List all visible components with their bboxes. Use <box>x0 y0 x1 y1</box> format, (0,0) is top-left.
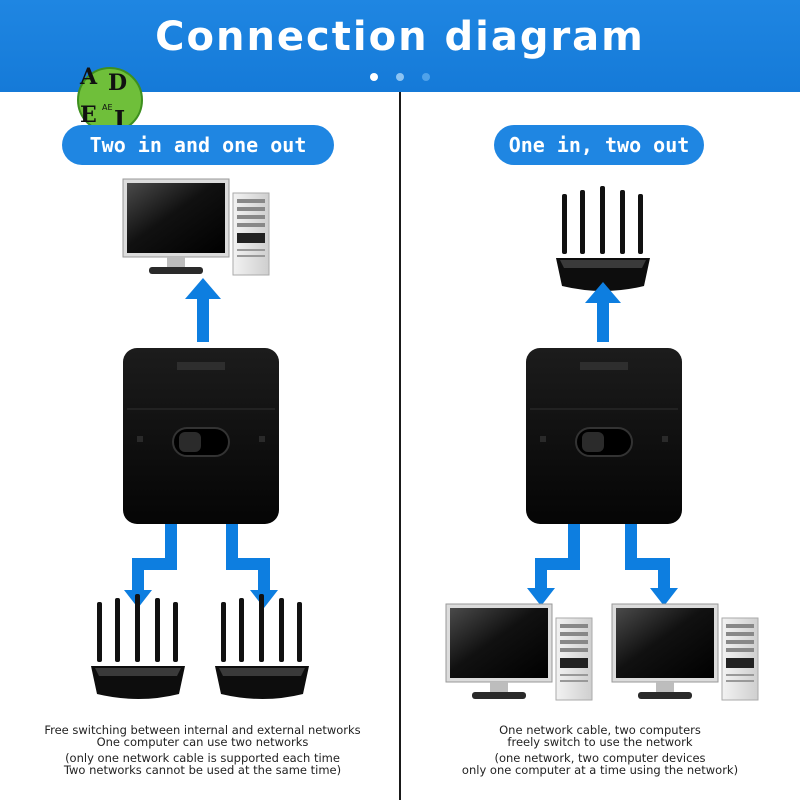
heading-two-in-one-out: Two in and one out <box>62 125 334 165</box>
desktop-computer-icon <box>445 603 593 701</box>
arrow-up-icon <box>197 296 209 342</box>
svg-text:A: A <box>79 64 98 90</box>
right-caption: One network cable, two computers freely … <box>405 724 795 776</box>
arrow-down-icon <box>535 524 580 590</box>
svg-text:AE: AE <box>102 103 113 112</box>
carousel-dots[interactable] <box>370 73 440 83</box>
arrow-up-head <box>585 282 621 303</box>
router-icon <box>215 594 309 699</box>
svg-text:D: D <box>108 70 127 96</box>
caption-line: One computer can use two networks <box>96 735 309 749</box>
left-arrows-down <box>124 524 278 608</box>
desktop-computer-icon <box>611 603 759 701</box>
left-computer <box>122 178 270 276</box>
arrow-down-head <box>650 588 678 606</box>
router-icon <box>556 186 650 291</box>
caption-line: freely switch to use the network <box>507 735 693 749</box>
switch-box-icon <box>525 347 683 525</box>
left-arrow-up <box>185 278 221 342</box>
arrow-up-icon <box>597 300 609 342</box>
caption-line: (only one network cable is supported eac… <box>65 751 340 765</box>
arrow-down-icon <box>226 524 270 592</box>
caption-line: Free switching between internal and exte… <box>44 723 361 737</box>
caption-line: only one computer at a time using the ne… <box>461 763 739 777</box>
right-switch-box <box>525 347 683 525</box>
carousel-dot[interactable] <box>396 73 404 81</box>
heading-one-in-two-out: One in, two out <box>494 125 704 165</box>
arrow-up-head <box>185 278 221 299</box>
carousel-dot-active[interactable] <box>370 73 378 81</box>
desktop-computer-icon <box>122 178 270 276</box>
svg-text:I: I <box>114 105 125 134</box>
carousel-dot[interactable] <box>422 73 430 81</box>
right-arrows-down <box>527 524 678 606</box>
caption-line: One network cable, two computers <box>499 723 701 737</box>
caption-line: (one network, two computer devices <box>494 751 706 765</box>
switch-box-icon <box>122 347 280 525</box>
router-icon <box>91 594 185 699</box>
arrow-down-head <box>527 588 555 606</box>
svg-text:E: E <box>80 102 97 128</box>
left-caption: Free switching between internal and exte… <box>10 724 395 776</box>
arrow-down-icon <box>625 524 670 590</box>
right-arrow-up <box>585 282 621 342</box>
page-title: Connection diagram <box>155 14 645 60</box>
arrow-down-icon <box>132 524 177 592</box>
panel-divider <box>399 92 401 800</box>
caption-line: Two networks cannot be used at the same … <box>63 763 342 777</box>
left-switch-box <box>122 347 280 525</box>
